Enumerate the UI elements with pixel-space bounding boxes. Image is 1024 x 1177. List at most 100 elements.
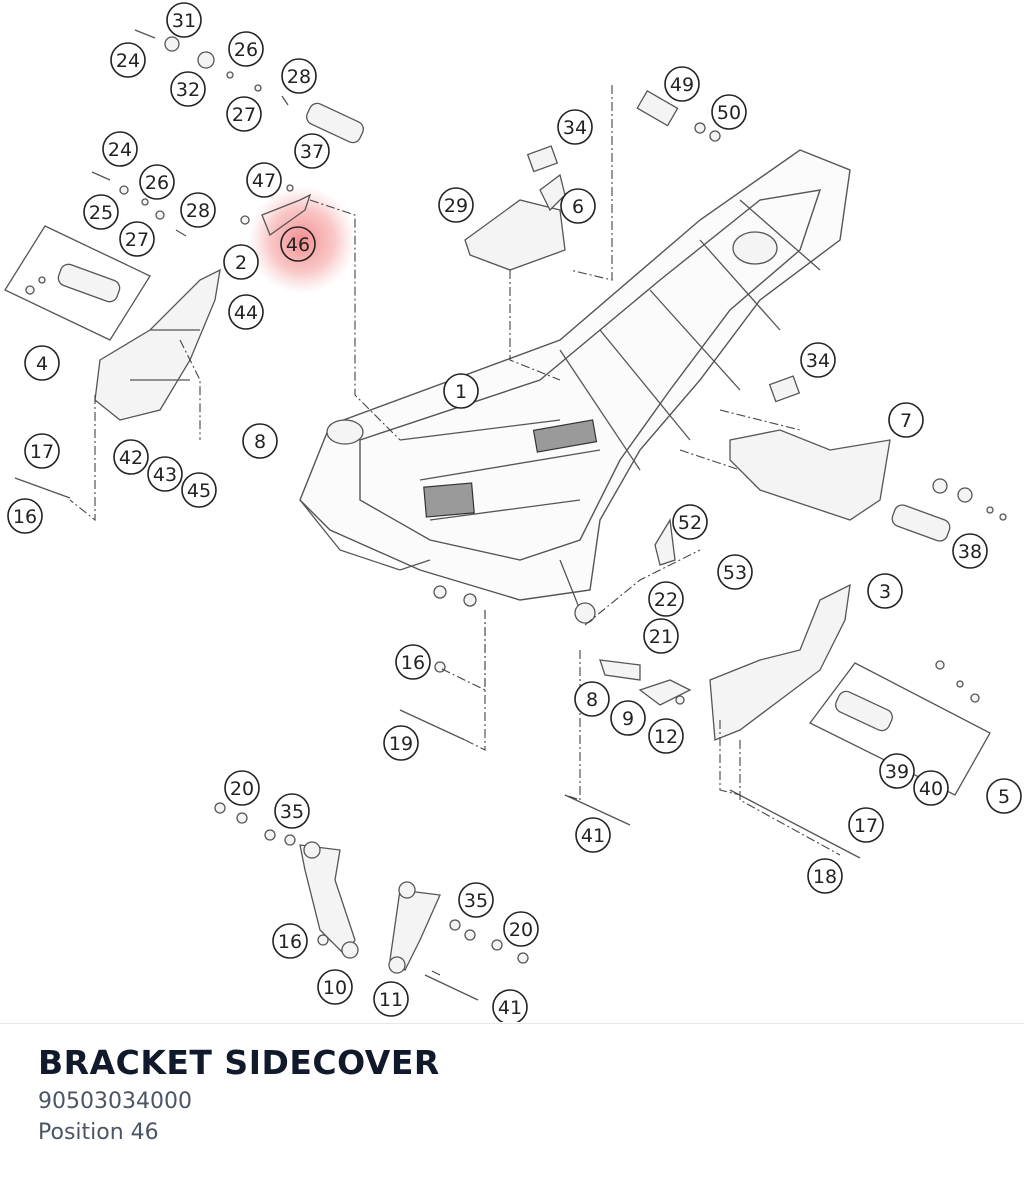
callout-ring: [672, 504, 708, 540]
callout-37: 37: [294, 133, 330, 169]
callout-5: 5: [986, 778, 1022, 814]
callout-ring: [395, 644, 431, 680]
callout-ring: [166, 2, 202, 38]
callout-16: 16: [272, 923, 308, 959]
part-title: BRACKET SIDECOVER: [38, 1043, 440, 1082]
part-number: 90503034000: [38, 1089, 192, 1114]
callout-ring: [557, 109, 593, 145]
main-frame: [299, 149, 851, 624]
info-divider: [0, 1023, 1024, 1024]
callout-43: 43: [147, 456, 183, 492]
callout-10: 10: [317, 969, 353, 1005]
callout-label: 24: [108, 139, 132, 161]
callout-ring: [458, 882, 494, 918]
callout-26: 26: [228, 31, 264, 67]
callout-ring: [181, 472, 217, 508]
callout-7: 7: [888, 402, 924, 438]
callout-label: 8: [254, 431, 266, 453]
callout-ring: [139, 164, 175, 200]
callout-label: 38: [958, 541, 982, 563]
callout-ring: [867, 573, 903, 609]
callout-ring: [560, 188, 596, 224]
callout-label: 29: [444, 195, 468, 217]
callout-ring: [575, 817, 611, 853]
callout-20: 20: [224, 770, 260, 806]
callout-ring: [574, 681, 610, 717]
exploded-parts-diagram: 3124263227283724262528274746244417424345…: [4, 2, 1022, 1022]
callout-ring: [110, 42, 146, 78]
callout-24: 24: [110, 42, 146, 78]
callout-label: 49: [670, 74, 694, 96]
callout-label: 27: [232, 104, 256, 126]
callout-ring: [228, 31, 264, 67]
callout-ring: [224, 770, 260, 806]
callout-ring: [119, 221, 155, 257]
callout-label: 47: [252, 170, 276, 192]
callout-ring: [807, 858, 843, 894]
callout-label: 34: [563, 117, 587, 139]
callout-label: 24: [116, 50, 140, 72]
callout-label: 37: [300, 141, 324, 163]
callout-38: 38: [952, 533, 988, 569]
callout-label: 26: [145, 172, 169, 194]
callout-label: 3: [879, 581, 891, 603]
callout-52: 52: [672, 504, 708, 540]
callout-53: 53: [717, 554, 753, 590]
callout-label: 52: [678, 512, 702, 534]
callout-ring: [373, 981, 409, 1017]
callout-label: 32: [176, 79, 200, 101]
callout-ring: [223, 244, 259, 280]
callout-ring: [610, 700, 646, 736]
callout-17: 17: [24, 433, 60, 469]
callout-label: 4: [36, 353, 48, 375]
callout-35: 35: [458, 882, 494, 918]
callout-2: 2: [223, 244, 259, 280]
callout-4: 4: [24, 345, 60, 381]
callout-label: 2: [235, 252, 247, 274]
callout-34: 34: [557, 109, 593, 145]
callout-41: 41: [575, 817, 611, 853]
callout-17: 17: [848, 807, 884, 843]
callout-28: 28: [180, 192, 216, 228]
callout-label: 26: [234, 39, 258, 61]
callout-16: 16: [7, 498, 43, 534]
callout-ring: [952, 533, 988, 569]
callout-ring: [711, 94, 747, 130]
callout-46: 46: [280, 226, 316, 262]
callout-label: 28: [287, 66, 311, 88]
part-info-panel: BRACKET SIDECOVER 90503034000 Position 4…: [38, 1040, 998, 1148]
callout-ring: [7, 498, 43, 534]
callout-ring: [24, 345, 60, 381]
callout-12: 12: [648, 718, 684, 754]
callout-50: 50: [711, 94, 747, 130]
callout-label: 16: [278, 931, 302, 953]
callout-6: 6: [560, 188, 596, 224]
callout-label: 45: [187, 480, 211, 502]
callout-42: 42: [113, 439, 149, 475]
callout-ring: [438, 187, 474, 223]
callout-ring: [848, 807, 884, 843]
callout-label: 16: [13, 506, 37, 528]
callout-31: 31: [166, 2, 202, 38]
callout-ring: [879, 753, 915, 789]
callout-11: 11: [373, 981, 409, 1017]
callout-label: 28: [186, 200, 210, 222]
callout-24: 24: [102, 131, 138, 167]
callout-label: 27: [125, 229, 149, 251]
top-left-small-parts: [91, 29, 364, 237]
callout-label: 12: [654, 726, 678, 748]
callout-label: 10: [323, 977, 347, 999]
callout-label: 5: [998, 786, 1010, 808]
callout-label: 7: [900, 410, 912, 432]
callout-label: 50: [717, 102, 741, 124]
highlight-glow: [248, 186, 356, 294]
callout-8: 8: [574, 681, 610, 717]
callout-ring: [170, 71, 206, 107]
callout-label: 41: [581, 825, 605, 847]
callout-ring: [913, 770, 949, 806]
callout-ring: [888, 402, 924, 438]
callout-label: 21: [649, 626, 673, 648]
callout-label: 42: [119, 447, 143, 469]
callout-ring: [242, 423, 278, 459]
callout-21: 21: [643, 618, 679, 654]
